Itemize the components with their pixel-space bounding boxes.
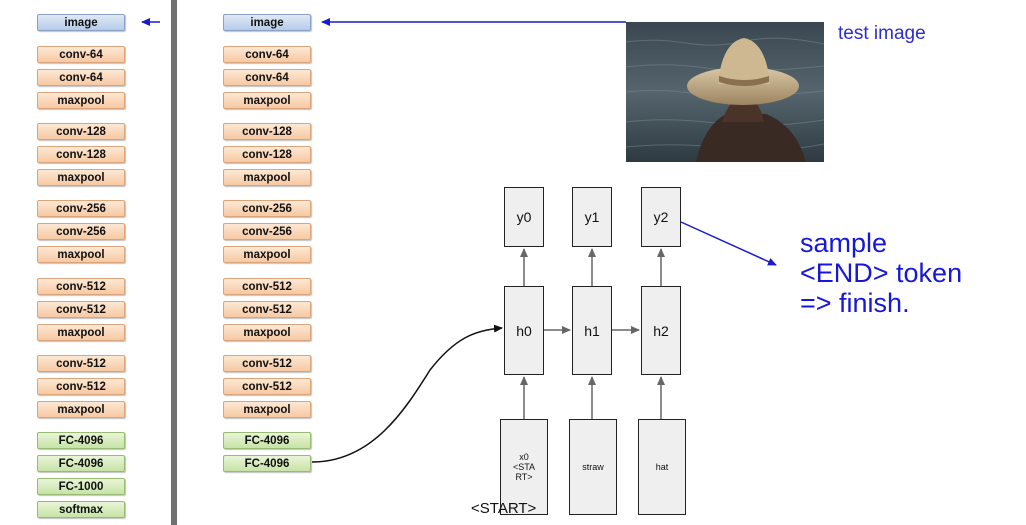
feature-layer-conv-512: conv-512 — [223, 378, 311, 395]
feature-layer-maxpool: maxpool — [223, 324, 311, 341]
test-image-label: test image — [838, 23, 926, 44]
classifier-layer-maxpool: maxpool — [37, 169, 125, 186]
feature-layer-conv-512: conv-512 — [223, 301, 311, 318]
input-node-x0: x0 <STA RT> — [500, 419, 548, 515]
classifier-layer-maxpool: maxpool — [37, 401, 125, 418]
feature-layer-maxpool: maxpool — [223, 169, 311, 186]
feature-layer-maxpool: maxpool — [223, 246, 311, 263]
end-token-annotation: sample <END> token => finish. — [800, 228, 963, 318]
feature-layer-conv-64: conv-64 — [223, 46, 311, 63]
hidden-node-h1: h1 — [572, 286, 612, 375]
classifier-layer-fc-4096: FC-4096 — [37, 455, 125, 472]
classifier-layer-maxpool: maxpool — [37, 324, 125, 341]
input-node-straw: straw — [569, 419, 617, 515]
classifier-layer-conv-64: conv-64 — [37, 69, 125, 86]
start-token-label: <START> — [471, 500, 537, 517]
classifier-layer-fc-1000: FC-1000 — [37, 478, 125, 495]
classifier-layer-conv-128: conv-128 — [37, 123, 125, 140]
classifier-layer-conv-256: conv-256 — [37, 223, 125, 240]
sample-end-arrow — [680, 221, 777, 266]
feature-layer-maxpool: maxpool — [223, 92, 311, 109]
classifier-layer-maxpool: maxpool — [37, 92, 125, 109]
feature-layer-fc-4096: FC-4096 — [223, 432, 311, 449]
test-image-photo — [626, 22, 824, 162]
classifier-layer-image: image — [37, 14, 125, 31]
feature-layer-conv-256: conv-256 — [223, 223, 311, 240]
feature-layer-conv-64: conv-64 — [223, 69, 311, 86]
classifier-layer-conv-512: conv-512 — [37, 278, 125, 295]
output-node-y0: y0 — [504, 187, 544, 247]
hidden-node-h2: h2 — [641, 286, 681, 375]
classifier-layer-conv-64: conv-64 — [37, 46, 125, 63]
classifier-layer-conv-128: conv-128 — [37, 146, 125, 163]
fc-to-h0-curve — [311, 324, 503, 463]
classifier-layer-softmax: softmax — [37, 501, 125, 518]
feature-layer-image: image — [223, 14, 311, 31]
feature-layer-conv-128: conv-128 — [223, 123, 311, 140]
feature-layer-conv-128: conv-128 — [223, 146, 311, 163]
feature-layer-conv-512: conv-512 — [223, 355, 311, 372]
classifier-layer-fc-4096: FC-4096 — [37, 432, 125, 449]
classifier-layer-conv-256: conv-256 — [37, 200, 125, 217]
classifier-layer-maxpool: maxpool — [37, 246, 125, 263]
classifier-layer-conv-512: conv-512 — [37, 378, 125, 395]
classifier-layer-conv-512: conv-512 — [37, 355, 125, 372]
feature-layer-fc-4096: FC-4096 — [223, 455, 311, 472]
classifier-layer-conv-512: conv-512 — [37, 301, 125, 318]
feature-layer-conv-512: conv-512 — [223, 278, 311, 295]
output-node-y2: y2 — [641, 187, 681, 247]
output-node-y1: y1 — [572, 187, 612, 247]
column-divider — [171, 0, 177, 525]
feature-layer-conv-256: conv-256 — [223, 200, 311, 217]
input-node-hat: hat — [638, 419, 686, 515]
hidden-node-h0: h0 — [504, 286, 544, 375]
feature-layer-maxpool: maxpool — [223, 401, 311, 418]
